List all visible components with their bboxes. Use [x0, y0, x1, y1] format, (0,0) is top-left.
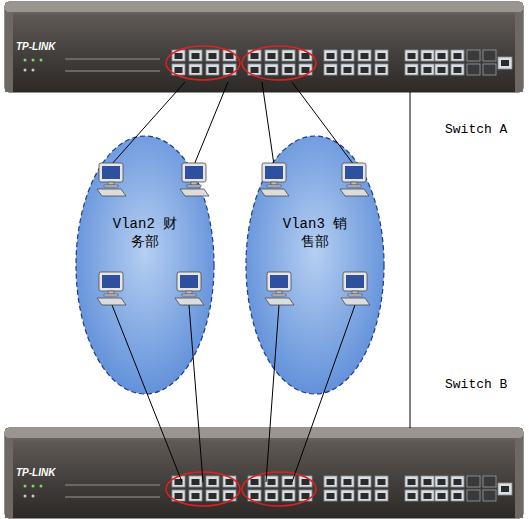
cable-lines — [111, 82, 355, 482]
switch-graphic — [5, 2, 523, 92]
computer-icons — [97, 163, 370, 305]
brand-logo: TP-LINK — [16, 464, 55, 482]
vlan-label: Vlan3 销售部 — [280, 215, 350, 251]
vlan-group: Vlan3 销售部 — [245, 135, 385, 395]
vlan-label: Vlan2 财务部 — [110, 215, 180, 251]
ellipse-outline — [245, 135, 385, 395]
ellipse-outline — [75, 135, 215, 395]
trunk-cable — [410, 92, 411, 428]
switch-graphic — [5, 428, 523, 518]
switch-label: Switch A — [445, 121, 507, 139]
switch: TP-LINKSwitch A — [5, 2, 523, 92]
brand-logo: TP-LINK — [16, 38, 55, 56]
switch: TP-LINKSwitch B — [5, 428, 523, 518]
vlan-group: Vlan2 财务部 — [75, 135, 215, 395]
switch-label: Switch B — [445, 376, 507, 394]
